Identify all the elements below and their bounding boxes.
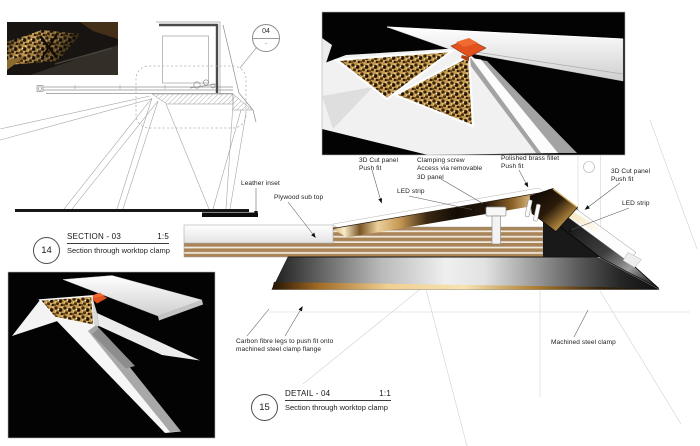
view-scale: 1:5 bbox=[157, 232, 169, 241]
view-subtitle: Section through worktop clamp bbox=[285, 403, 388, 412]
annotation-brass-fillet: Polished brass fillet Push fit bbox=[501, 155, 560, 171]
view-label-section-03: 14 SECTION - 03 1:5 Section through work… bbox=[33, 232, 170, 264]
view-number-badge: 15 bbox=[251, 394, 278, 421]
gold-lattice-panel bbox=[334, 49, 456, 101]
detail-callout-bubble: 04 - bbox=[252, 24, 280, 52]
annotation-led-strip-left: LED strip bbox=[397, 188, 425, 195]
annotation-machined-steel-clamp: Machined steel clamp bbox=[551, 339, 616, 346]
render-topright bbox=[321, 11, 626, 156]
gold-lattice-panel bbox=[392, 54, 475, 128]
annotation-cut-panel-right: 3D Cut panel Push fit bbox=[611, 168, 651, 184]
view-scale: 1:1 bbox=[379, 389, 391, 398]
brass-pins bbox=[524, 199, 541, 222]
photo-render-topleft bbox=[7, 22, 118, 75]
section-drawing bbox=[0, 21, 258, 212]
view-subtitle: Section through worktop clamp bbox=[67, 246, 170, 255]
detail-render bbox=[183, 187, 660, 290]
annotation-plywood-sub-top: Plywood sub top bbox=[274, 194, 324, 201]
annotation-carbon-fibre-legs: Carbon fibre legs to push fit onto machi… bbox=[236, 338, 334, 354]
render-bottomleft bbox=[7, 271, 216, 439]
annotation-clamping-screw: Clamping screw Access via removable 3D p… bbox=[417, 157, 483, 181]
section-legs bbox=[0, 95, 247, 210]
orange-clamp bbox=[450, 38, 487, 61]
view-title: DETAIL - 04 bbox=[285, 389, 331, 398]
view-number: 15 bbox=[259, 402, 270, 413]
worktop-slab bbox=[183, 224, 334, 244]
callout-number: 04 bbox=[262, 28, 270, 35]
view-number: 14 bbox=[41, 245, 52, 256]
view-number-badge: 14 bbox=[33, 237, 60, 264]
leather-inset-strip bbox=[202, 212, 258, 217]
cut-panel-led-band bbox=[333, 192, 557, 238]
clamping-screw bbox=[485, 206, 507, 245]
annotation-led-strip-right: LED strip bbox=[622, 200, 650, 207]
annotation-leather-inset: Leather inset bbox=[241, 180, 280, 187]
leader-lines bbox=[246, 169, 630, 338]
view-title: SECTION - 03 bbox=[67, 232, 121, 241]
annotation-cut-panel-left: 3D Cut panel Push fit bbox=[359, 157, 399, 173]
orange-clamp bbox=[88, 292, 108, 304]
view-label-detail-04: 15 DETAIL - 04 1:1 Section through workt… bbox=[251, 389, 391, 421]
callout-tick: - bbox=[253, 38, 279, 51]
